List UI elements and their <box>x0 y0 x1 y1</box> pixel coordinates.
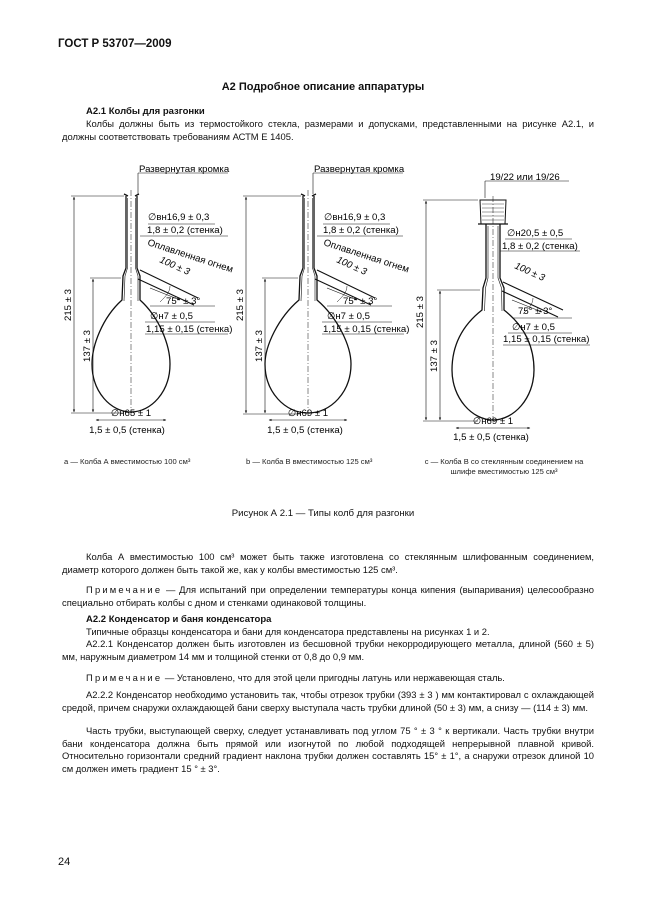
flask-a-bulb-wall: 1,5 ± 0,5 (стенка) <box>89 425 165 436</box>
flask-c-sidearm-wall: 1,15 ± 0,15 (стенка) <box>503 334 589 345</box>
note-2: Примечание — Установлено, что для этой ц… <box>62 672 594 685</box>
flask-b-bulb-od: ∅н69 ± 1 <box>288 408 328 419</box>
flask-a-sidearm-wall: 1,15 ± 0,15 (стенка) <box>146 324 232 335</box>
body-p5: Часть трубки, выступающей сверху, следуе… <box>62 725 594 775</box>
a21-heading: А2.1 Колбы для разгонки <box>86 106 205 117</box>
page-number: 24 <box>58 856 71 868</box>
flask-c-top-label: 19/22 или 19/26 <box>490 172 560 183</box>
flask-a-top-label: Развернутая кромка <box>139 164 230 175</box>
body-p1: Колба А вместимостью 100 см³ может быть … <box>62 551 594 575</box>
flask-c-height-arm: 137 ± 3 <box>429 340 440 372</box>
flask-b-caption: b — Колба В вместимостью 125 см³ <box>246 457 373 466</box>
body-p2: Типичные образцы конденсатора и бани для… <box>86 626 490 637</box>
flask-c-angle: 75° ± 3° <box>518 306 552 317</box>
flask-a-drawing <box>71 172 228 422</box>
flask-b-height-arm: 137 ± 3 <box>254 330 265 362</box>
flask-b-angle: 75° ± 3° <box>343 296 377 307</box>
flask-c-sidearm-len: 100 ± 3 <box>513 261 547 284</box>
a21-text: Колбы должны быть из термостойкого стекл… <box>62 118 594 142</box>
flask-b-drawing <box>243 172 404 422</box>
note-1-label: Примечание <box>86 584 163 595</box>
a22-heading: А2.2 Конденсатор и баня конденсатора <box>86 614 272 625</box>
flask-c-height-total: 215 ± 3 <box>415 296 426 328</box>
flask-c-bulb-wall: 1,5 ± 0,5 (стенка) <box>453 432 529 443</box>
flask-b-sidearm-wall: 1,15 ± 0,15 (стенка) <box>323 324 409 335</box>
section-title: А2 Подробное описание аппаратуры <box>221 81 425 93</box>
figure-caption: Рисунок А 2.1 — Типы колб для разгонки <box>231 508 415 519</box>
flask-b-wall-top: 1,8 ± 0,2 (стенка) <box>323 225 399 236</box>
flask-c-drawing <box>423 180 590 430</box>
flask-c-wall-top: 1,8 ± 0,2 (стенка) <box>502 241 578 252</box>
flask-a-caption: a — Колба А вместимостью 100 см³ <box>64 457 191 466</box>
note-1-text: — Для испытаний при определении температ… <box>62 584 594 608</box>
flask-figure: Развернутая кромка ∅вн16,9 ± 0,3 1,8 ± 0… <box>63 164 590 443</box>
flask-a-neck-id: ∅вн16,9 ± 0,3 <box>148 212 209 223</box>
flask-c-sidearm-od: ∅н7 ± 0,5 <box>512 322 555 333</box>
note-1: Примечание — Для испытаний при определен… <box>62 584 594 609</box>
flask-a-height-total: 215 ± 3 <box>63 289 74 321</box>
flask-b-bulb-wall: 1,5 ± 0,5 (стенка) <box>267 425 343 436</box>
flask-b-sidearm-od: ∅н7 ± 0,5 <box>327 311 370 322</box>
flask-a-sidearm-od: ∅н7 ± 0,5 <box>150 311 193 322</box>
flask-a-angle: 75° ± 3° <box>166 296 200 307</box>
body-p3: А2.2.1 Конденсатор должен быть изготовле… <box>62 638 594 662</box>
flask-a-height-arm: 137 ± 3 <box>82 330 93 362</box>
flask-c-caption: c — Колба В со стеклянным соединением на… <box>424 457 584 476</box>
flask-a-bulb-od: ∅н65 ± 1 <box>111 408 151 419</box>
flask-b-neck-id: ∅вн16,9 ± 0,3 <box>324 212 385 223</box>
flask-b-top-label: Развернутая кромка <box>314 164 405 175</box>
flask-c-bulb-od: ∅н69 ± 1 <box>473 416 513 427</box>
note-2-label: Примечание <box>86 672 163 683</box>
body-p4: А2.2.2 Конденсатор необходимо установить… <box>62 689 594 713</box>
flask-a-wall-top: 1,8 ± 0,2 (стенка) <box>147 225 223 236</box>
standard-header: ГОСТ Р 53707—2009 <box>58 38 172 50</box>
flask-c-neck-od: ∅н20,5 ± 0,5 <box>507 228 563 239</box>
flask-b-height-total: 215 ± 3 <box>235 289 246 321</box>
note-2-text: — Установлено, что для этой цели пригодн… <box>162 672 505 683</box>
